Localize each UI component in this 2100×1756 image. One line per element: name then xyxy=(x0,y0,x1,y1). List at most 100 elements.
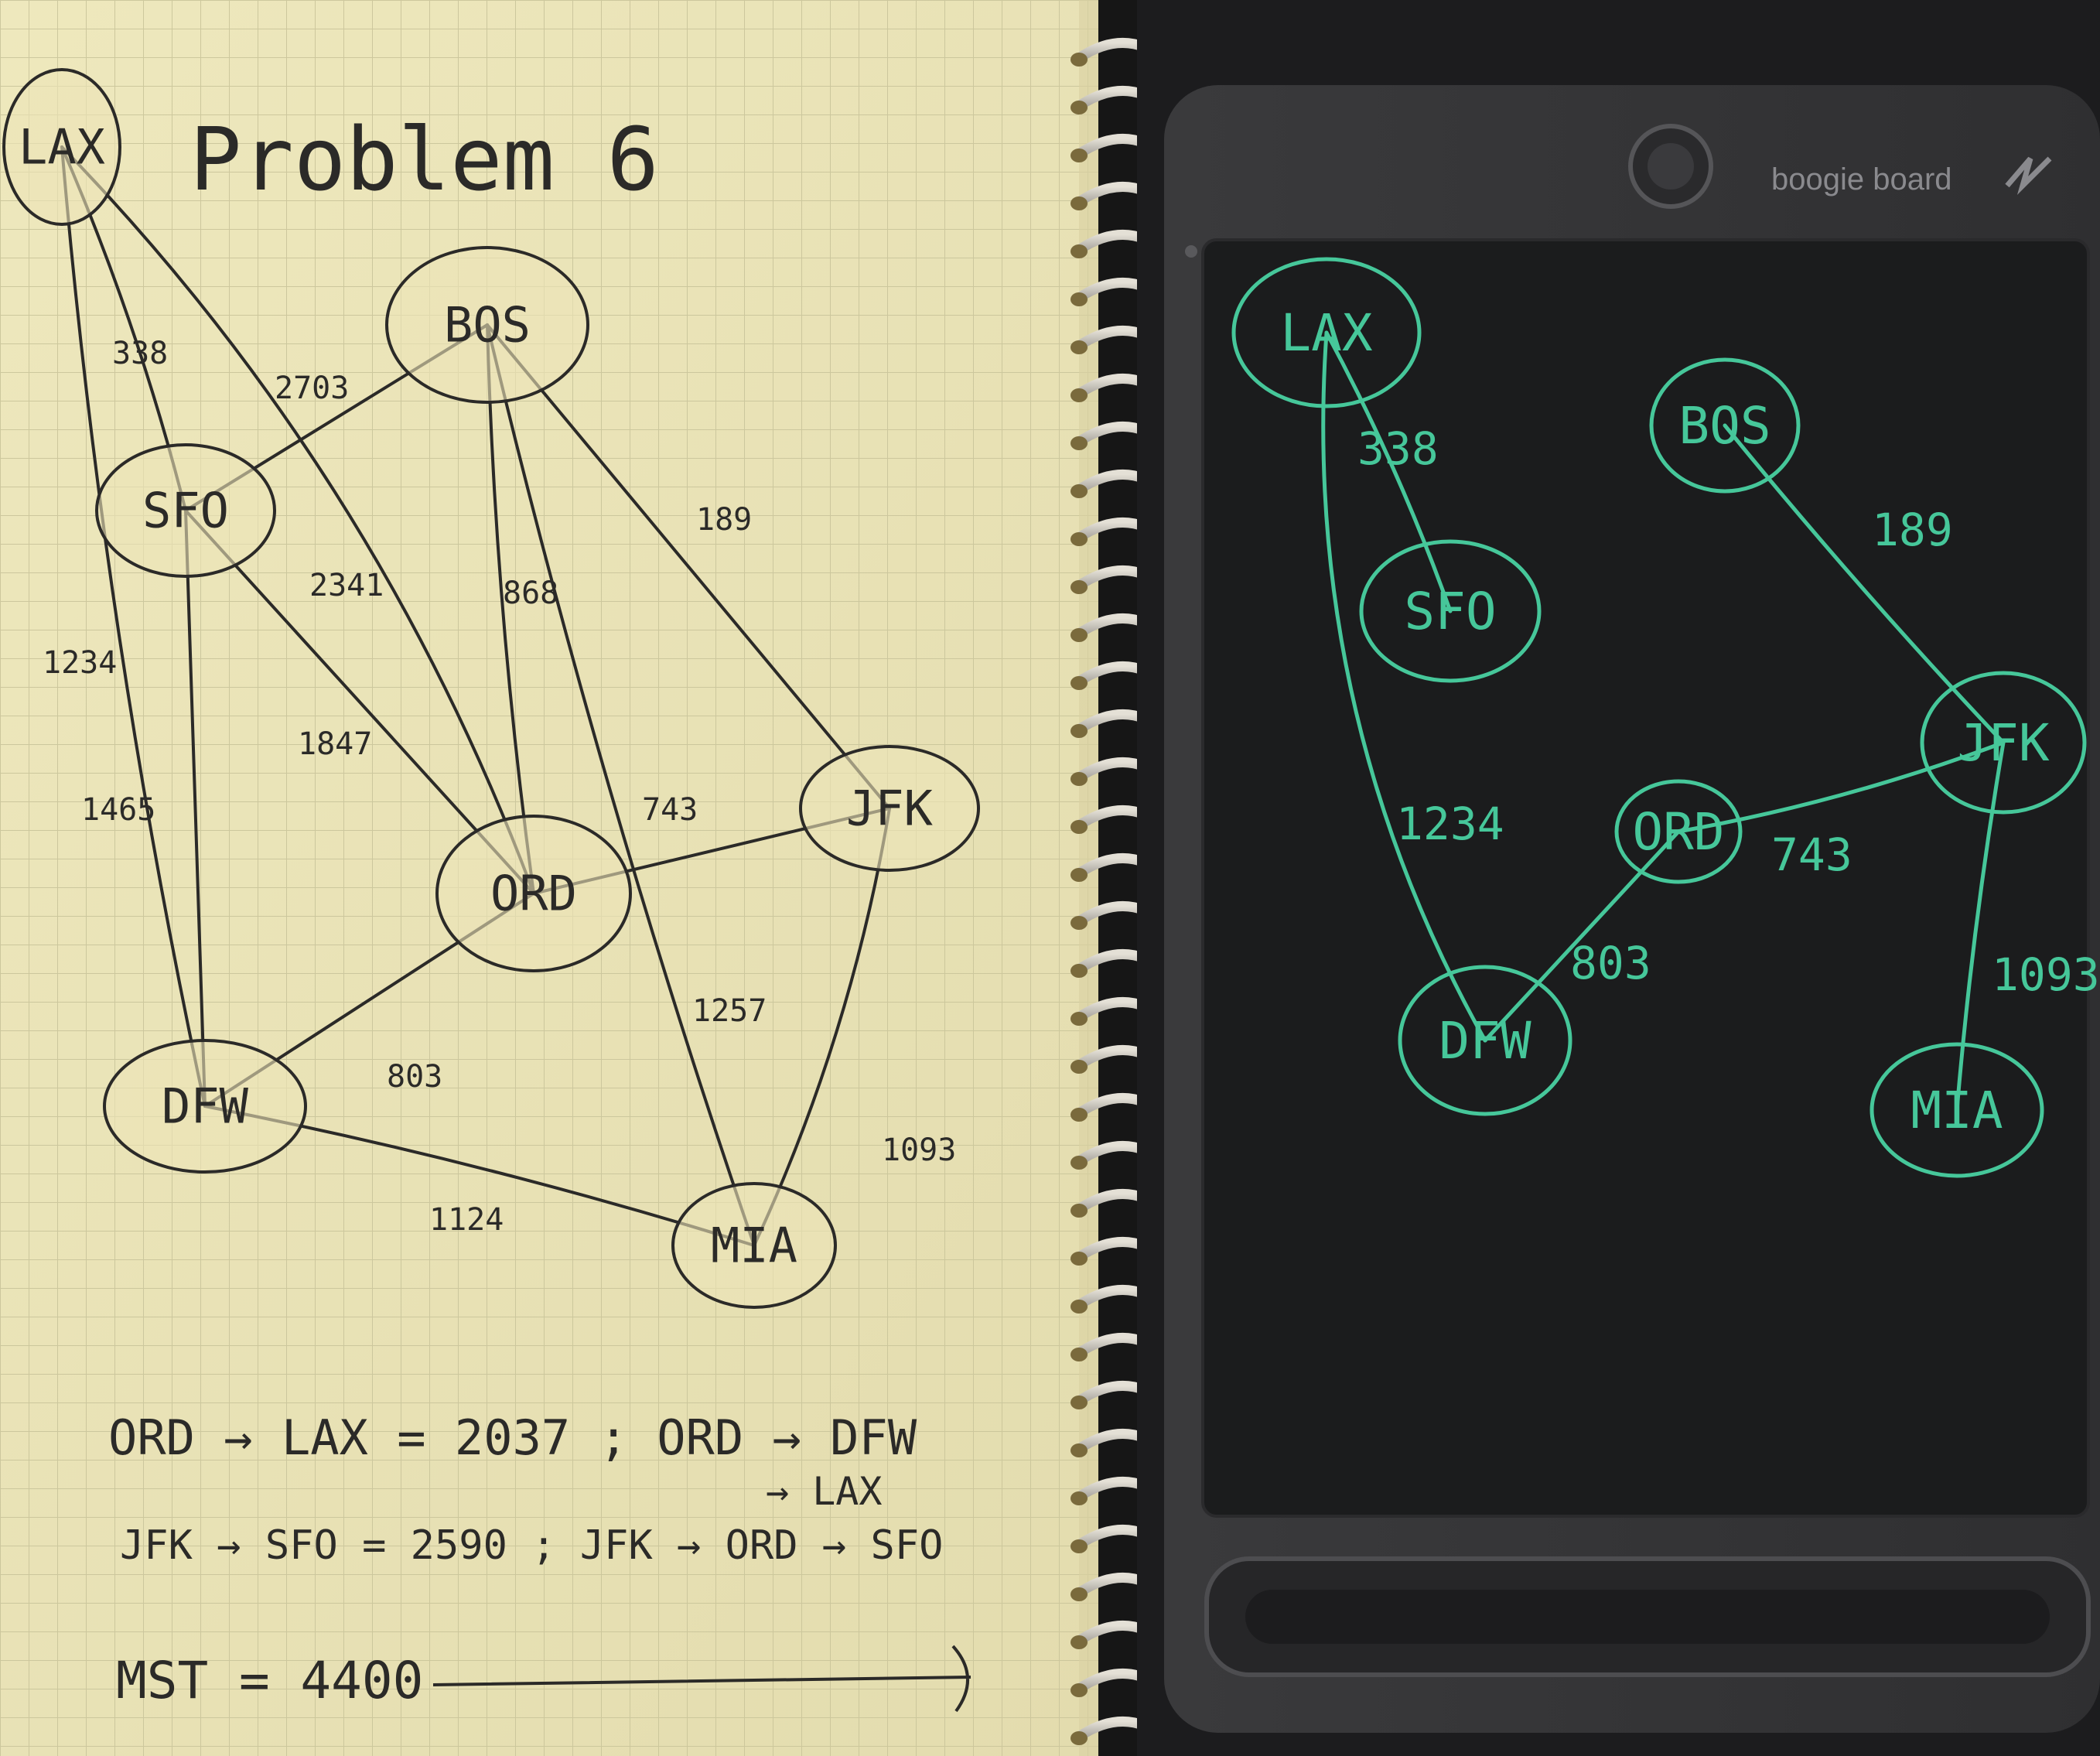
binding-hole xyxy=(1070,53,1088,67)
edge-weight-sfo-dfw: 1465 xyxy=(81,792,155,828)
notebook-notes: ORD → LAX = 2037 ; ORD → DFW → LAX JFK →… xyxy=(108,1409,971,1713)
binding-hole xyxy=(1070,1252,1088,1266)
note-line-3: MST = 4400 xyxy=(116,1651,423,1710)
edge-weight-lax-sfo: 338 xyxy=(1357,422,1439,475)
binding-hole xyxy=(1070,1683,1088,1697)
edge-bos-mia xyxy=(486,323,756,1247)
binding-hole xyxy=(1070,1539,1088,1553)
binding-hole xyxy=(1070,772,1088,786)
edge-ord-jfk xyxy=(1676,740,2006,834)
binding-hole xyxy=(1070,1204,1088,1218)
node-dfw-outline xyxy=(1398,965,1572,1116)
binding-hole xyxy=(1070,196,1088,210)
edge-weight-lax-dfw: 1234 xyxy=(43,645,117,681)
edge-weight-dfw-mia: 1124 xyxy=(429,1202,504,1238)
note-arrow xyxy=(432,1645,971,1713)
binding-hole xyxy=(1070,916,1088,930)
edge-weight-bos-ord: 868 xyxy=(503,576,558,611)
node-mia-label: MIA xyxy=(711,1218,797,1274)
binding-hole xyxy=(1070,1060,1088,1074)
edge-weight-lax-dfw: 1234 xyxy=(1396,798,1504,850)
stylus-slot xyxy=(1245,1590,2050,1644)
node-mia-outline xyxy=(671,1182,837,1309)
edge-dfw-ord xyxy=(1483,829,1681,1043)
boogie-board-device: boogie board xyxy=(1137,0,2100,1756)
edge-bos-ord xyxy=(486,323,535,895)
node-sfo-outline xyxy=(1359,539,1542,683)
edge-weight-dfw-ord: 803 xyxy=(387,1059,442,1095)
edge-weight-ord-jfk: 743 xyxy=(642,792,698,828)
binding-hole xyxy=(1070,676,1088,690)
node-lax-label: LAX xyxy=(1280,303,1372,363)
binding-hole xyxy=(1070,1396,1088,1409)
binding-hole xyxy=(1070,1443,1088,1457)
binding-hole xyxy=(1070,1491,1088,1505)
binding-hole xyxy=(1070,1156,1088,1170)
node-mia-outline xyxy=(1870,1042,2044,1178)
binding-hole xyxy=(1070,628,1088,642)
edge-lax-ord xyxy=(60,145,535,895)
binding-hole xyxy=(1070,340,1088,354)
edge-weight-bos-mia: 1257 xyxy=(692,993,767,1029)
node-ord-outline xyxy=(435,815,632,972)
binding-hole xyxy=(1070,1108,1088,1122)
edge-jfk-mia xyxy=(1955,740,2006,1112)
edge-bos-jfk xyxy=(1723,423,2006,745)
node-mia-label: MIA xyxy=(1910,1081,2003,1140)
binding-hole xyxy=(1070,532,1088,546)
node-sfo-label: SFO xyxy=(1404,582,1496,641)
edge-weight-jfk-mia: 1093 xyxy=(1992,948,2100,1001)
note-line-1: ORD → LAX = 2037 ; ORD → DFW xyxy=(108,1409,917,1466)
binding-hole xyxy=(1070,1731,1088,1745)
binding-hole xyxy=(1070,484,1088,498)
node-sfo-outline xyxy=(95,443,276,578)
stylus-clip-dot xyxy=(1185,245,1197,258)
node-jfk-label: JFK xyxy=(1957,713,2049,773)
node-lax-outline xyxy=(2,68,121,226)
node-bos-label: BOS xyxy=(444,297,531,354)
edge-bos-jfk xyxy=(486,323,891,810)
note-line-2: JFK → SFO = 2590 ; JFK → ORD → SFO xyxy=(120,1522,943,1569)
binding-hole xyxy=(1070,149,1088,162)
edge-weight-lax-ord: 2341 xyxy=(309,568,384,603)
binding-hole xyxy=(1070,580,1088,594)
brand-logo-mark xyxy=(2005,156,2052,196)
note-line-1b: → LAX xyxy=(766,1469,883,1514)
binding-hole xyxy=(1070,964,1088,978)
node-ord-label: ORD xyxy=(490,866,577,922)
binding-hole xyxy=(1070,1587,1088,1601)
notebook-title: Problem 6 xyxy=(190,110,659,210)
lcd-writing-surface[interactable] xyxy=(1201,238,2090,1518)
edge-lax-sfo xyxy=(1324,330,1453,613)
node-ord-label: ORD xyxy=(1632,802,1724,862)
node-dfw-label: DFW xyxy=(162,1078,249,1135)
binding-hole xyxy=(1070,868,1088,882)
edge-weight-bos-jfk: 189 xyxy=(1872,504,1953,556)
edge-lax-dfw xyxy=(60,145,207,1108)
binding-hole xyxy=(1070,724,1088,738)
edge-weight-ord-jfk: 743 xyxy=(1771,828,1852,881)
node-jfk-outline xyxy=(799,745,980,872)
binding-hole xyxy=(1070,1300,1088,1314)
node-ord-outline xyxy=(1614,779,1743,884)
edge-weight-sfo-ord: 1847 xyxy=(298,726,372,762)
edge-weight-dfw-ord: 803 xyxy=(1570,937,1651,989)
edge-lax-dfw xyxy=(1321,330,1487,1043)
edge-weight-jfk-mia: 1093 xyxy=(882,1133,956,1168)
binding-hole xyxy=(1070,1635,1088,1649)
node-dfw-outline xyxy=(103,1039,307,1174)
board-graph-edges xyxy=(1321,330,2006,1112)
binding-hole xyxy=(1070,244,1088,258)
edge-weight-bos-jfk: 189 xyxy=(696,502,752,538)
node-dfw-label: DFW xyxy=(1439,1011,1531,1071)
binding-hole xyxy=(1070,1348,1088,1361)
brand-logo-text: boogie board xyxy=(1771,162,1952,196)
node-jfk-label: JFK xyxy=(846,781,934,837)
binding-hole xyxy=(1070,1012,1088,1026)
binding-hole xyxy=(1070,292,1088,306)
edge-weight-lax-sfo: 338 xyxy=(112,336,168,371)
